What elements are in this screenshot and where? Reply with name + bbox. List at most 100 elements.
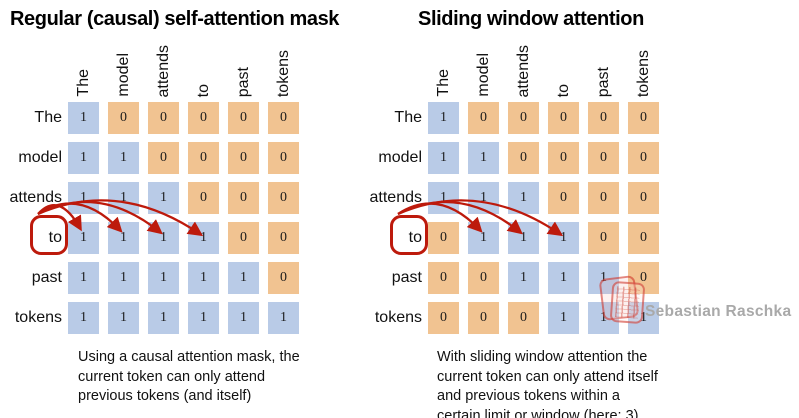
matrix-cell: 1 bbox=[148, 222, 179, 254]
matrix-cell: 1 bbox=[428, 182, 459, 214]
matrix-cell: 0 bbox=[628, 182, 659, 214]
matrix-cell: 0 bbox=[188, 102, 219, 134]
matrix-cell: 1 bbox=[628, 302, 659, 334]
row-token-label: attends bbox=[9, 189, 62, 206]
column-token-label-text: tokens bbox=[634, 49, 652, 97]
matrix-cell: 0 bbox=[468, 262, 499, 294]
matrix-cell: 1 bbox=[108, 142, 139, 174]
matrix-cell: 1 bbox=[148, 302, 179, 334]
matrix-cell: 0 bbox=[468, 302, 499, 334]
matrix-cell: 1 bbox=[148, 262, 179, 294]
matrix-cell: 0 bbox=[628, 142, 659, 174]
matrix-cell: 0 bbox=[588, 102, 619, 134]
matrix-cell: 1 bbox=[428, 102, 459, 134]
matrix-cell: 0 bbox=[588, 222, 619, 254]
matrix-cell: 0 bbox=[148, 102, 179, 134]
matrix-cell: 1 bbox=[108, 182, 139, 214]
column-token-label-text: past bbox=[234, 66, 252, 97]
matrix-cell: 0 bbox=[468, 102, 499, 134]
matrix-cell: 1 bbox=[228, 302, 259, 334]
caption-line: and previous tokens within a bbox=[437, 388, 620, 404]
matrix-cell: 0 bbox=[548, 182, 579, 214]
matrix-cell: 0 bbox=[508, 302, 539, 334]
matrix-cell: 0 bbox=[148, 142, 179, 174]
matrix-cell: 0 bbox=[268, 222, 299, 254]
matrix-cell: 0 bbox=[588, 142, 619, 174]
column-token-label: model bbox=[468, 36, 499, 97]
matrix-cell: 1 bbox=[228, 262, 259, 294]
column-token-label: model bbox=[108, 36, 139, 97]
matrix-cell: 1 bbox=[588, 302, 619, 334]
matrix-cell: 1 bbox=[508, 182, 539, 214]
column-token-label: attends bbox=[148, 36, 179, 97]
matrix-cell: 0 bbox=[548, 142, 579, 174]
column-token-label: tokens bbox=[268, 36, 299, 97]
token-highlight-box bbox=[390, 215, 428, 255]
matrix-cell: 1 bbox=[68, 142, 99, 174]
matrix-cell: 1 bbox=[428, 142, 459, 174]
token-highlight-box bbox=[30, 215, 68, 255]
matrix-cell: 1 bbox=[148, 182, 179, 214]
caption-line: With sliding window attention the bbox=[437, 349, 648, 365]
matrix-cell: 1 bbox=[108, 302, 139, 334]
matrix-cell: 1 bbox=[548, 262, 579, 294]
matrix-cell: 1 bbox=[68, 182, 99, 214]
column-token-label: attends bbox=[508, 36, 539, 97]
matrix-cell: 0 bbox=[228, 142, 259, 174]
matrix-cell: 1 bbox=[268, 302, 299, 334]
row-token-label: model bbox=[18, 149, 62, 166]
matrix-cell: 0 bbox=[228, 102, 259, 134]
column-token-label-text: attends bbox=[514, 44, 532, 97]
row-token-label: attends bbox=[369, 189, 422, 206]
column-token-label: The bbox=[68, 36, 99, 97]
column-token-label: past bbox=[588, 36, 619, 97]
column-token-label: past bbox=[228, 36, 259, 97]
caption-line: previous tokens (and itself) bbox=[78, 388, 252, 404]
column-token-label-text: model bbox=[474, 53, 492, 97]
matrix-cell: 0 bbox=[268, 102, 299, 134]
matrix-cell: 0 bbox=[108, 102, 139, 134]
matrix-cell: 1 bbox=[508, 262, 539, 294]
matrix-cell: 0 bbox=[508, 142, 539, 174]
row-token-label: The bbox=[394, 109, 422, 126]
matrix-cell: 1 bbox=[588, 262, 619, 294]
matrix-cell: 0 bbox=[588, 182, 619, 214]
stamp-front-square bbox=[609, 280, 646, 325]
row-token-label: model bbox=[378, 149, 422, 166]
row-token-label: past bbox=[391, 269, 422, 286]
column-token-label-text: attends bbox=[154, 44, 172, 97]
stamp-seal-texture bbox=[614, 286, 641, 319]
matrix-cell: 1 bbox=[548, 302, 579, 334]
matrix-cell: 1 bbox=[548, 222, 579, 254]
watermark-author-text: Sebastian Raschka bbox=[645, 303, 792, 320]
caption-line: current token can only attend itself bbox=[437, 368, 658, 385]
matrix-cell: 1 bbox=[68, 302, 99, 334]
column-token-label-text: tokens bbox=[274, 49, 292, 97]
column-token-label: The bbox=[428, 36, 459, 97]
matrix-cell: 0 bbox=[628, 102, 659, 134]
column-token-label-text: model bbox=[114, 53, 132, 97]
matrix-cell: 0 bbox=[628, 262, 659, 294]
column-token-label-text: to bbox=[194, 83, 212, 97]
column-token-label-text: The bbox=[434, 69, 452, 97]
matrix-cell: 0 bbox=[228, 222, 259, 254]
matrix-cell: 0 bbox=[228, 182, 259, 214]
panel-title-sliding-window: Sliding window attention bbox=[418, 8, 644, 30]
matrix-cell: 0 bbox=[508, 102, 539, 134]
caption-line: certain limit or window (here: 3) bbox=[437, 407, 639, 418]
matrix-cell: 0 bbox=[268, 182, 299, 214]
row-token-label: tokens bbox=[14, 309, 62, 326]
matrix-cell: 1 bbox=[68, 102, 99, 134]
matrix-cell: 0 bbox=[188, 142, 219, 174]
matrix-cell: 0 bbox=[548, 102, 579, 134]
matrix-cell: 1 bbox=[108, 222, 139, 254]
matrix-cell: 1 bbox=[108, 262, 139, 294]
matrix-cell: 1 bbox=[468, 182, 499, 214]
matrix-cell: 1 bbox=[508, 222, 539, 254]
caption-line: current token can only attend bbox=[78, 368, 266, 385]
matrix-cell: 1 bbox=[468, 142, 499, 174]
column-token-label-text: The bbox=[74, 69, 92, 97]
column-token-label-text: past bbox=[594, 66, 612, 97]
matrix-cell: 0 bbox=[428, 302, 459, 334]
